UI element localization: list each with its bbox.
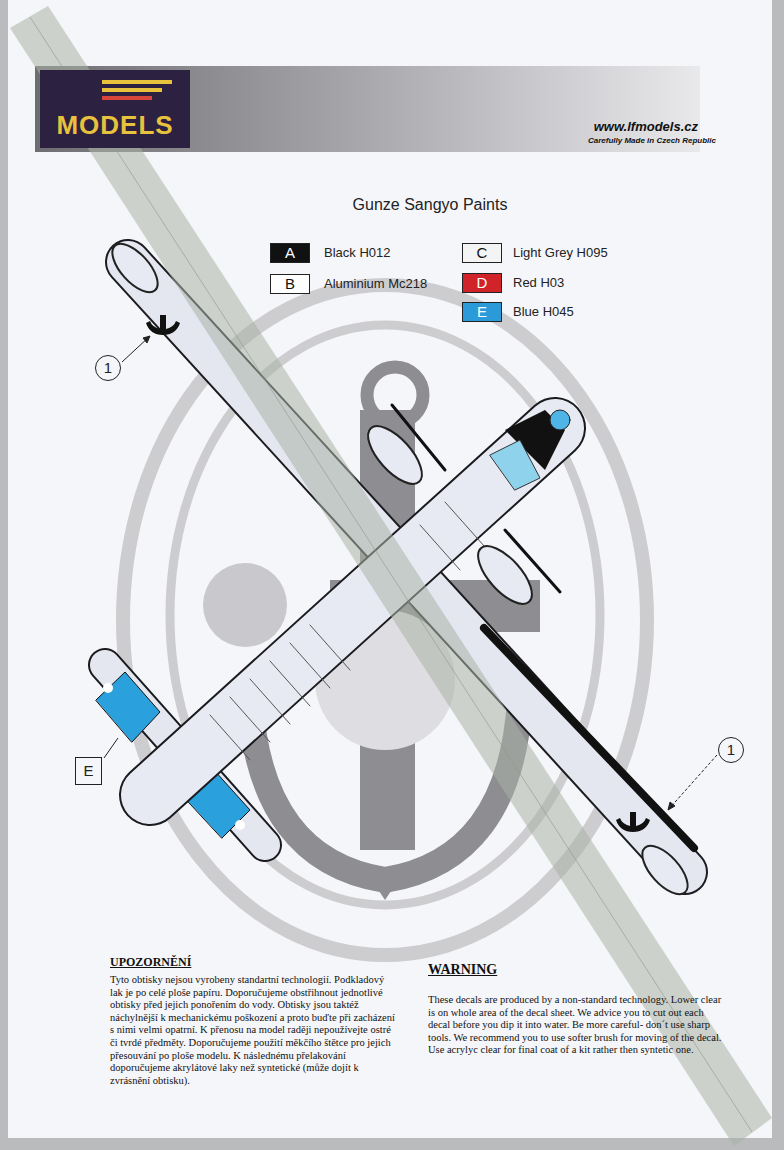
paint-name: Aluminium Mc218: [324, 276, 427, 291]
paint-letter: A: [271, 244, 309, 262]
paint-name: Blue H045: [513, 304, 574, 319]
callout-number: 1: [718, 737, 744, 763]
callout-number-text: 1: [727, 741, 735, 759]
paint-swatch: D: [462, 273, 502, 293]
callout-number: 1: [95, 355, 121, 381]
callout-letter: E: [75, 757, 102, 785]
paint-letter: B: [271, 275, 309, 293]
paint-swatch: C: [462, 243, 502, 263]
callout-letter-text: E: [83, 762, 93, 780]
warning-heading: WARNING: [428, 962, 628, 978]
sheet-title: Gunze Sangyo Paints: [250, 196, 610, 214]
paint-swatch: A: [270, 243, 310, 263]
tagline: Carefully Made in Czech Republic: [470, 136, 716, 145]
masking-strip: [10, 6, 772, 1146]
paint-letter: D: [463, 274, 501, 292]
paint-swatch: B: [270, 274, 310, 294]
paint-letter: E: [463, 303, 501, 321]
callout-number-text: 1: [104, 359, 112, 377]
paint-name: Light Grey H095: [513, 245, 608, 260]
strip-edge: [30, 17, 752, 1132]
brand-logo: MODELS: [40, 70, 190, 148]
warning-text: These decals are produced by a non-stand…: [428, 994, 728, 1057]
paint-name: Black H012: [324, 245, 390, 260]
paint-name: Red H03: [513, 275, 564, 290]
logo-text: MODELS: [40, 110, 190, 141]
warning-heading: UPOZORNĚNÍ: [110, 955, 310, 970]
website-url: www.lfmodels.cz: [470, 119, 698, 134]
paint-swatch: E: [462, 302, 502, 322]
paint-letter: C: [463, 244, 501, 262]
warning-text: Tyto obtisky nejsou vyrobeny standartní …: [110, 974, 398, 1087]
